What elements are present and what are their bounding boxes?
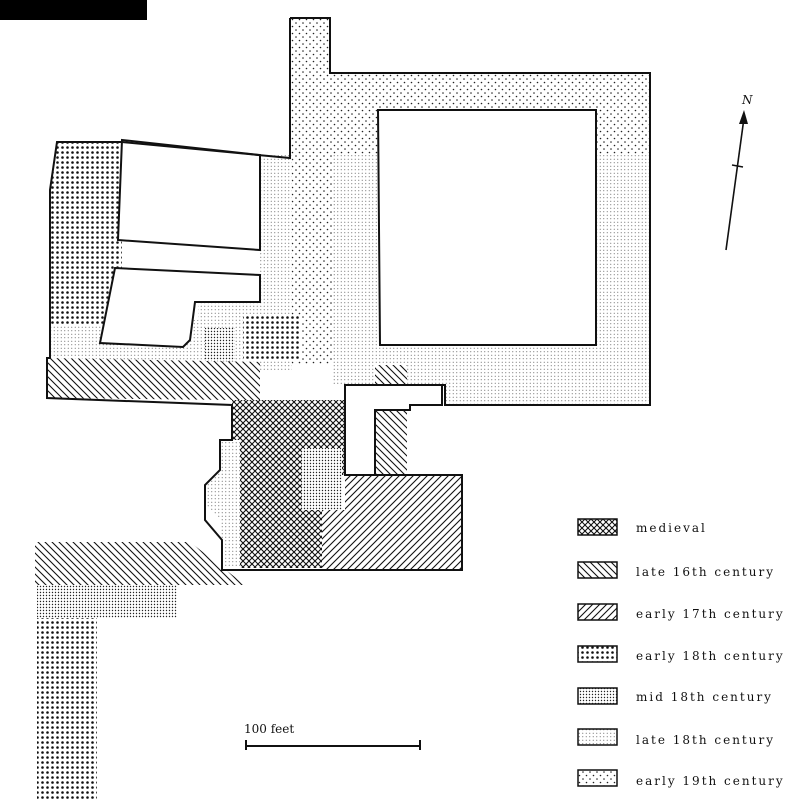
block-early18-south-wing <box>37 618 97 800</box>
block-late16-south-range <box>47 358 260 405</box>
block-late16-east-strip <box>375 365 407 475</box>
courtyard-southwest <box>98 266 261 349</box>
legend-label-early18: early 18th century <box>636 649 785 663</box>
scale-label: 100 feet <box>244 722 294 736</box>
header-black-bar <box>0 0 147 20</box>
block-early18-small <box>243 315 301 360</box>
legend-item-late16: late 16th century <box>577 561 775 579</box>
block-mid18-patch-a <box>205 328 235 363</box>
legend-item-medieval: medieval <box>577 518 707 536</box>
courtyard-northwest <box>116 138 261 252</box>
north-arrow: N <box>725 93 753 251</box>
block-mid18-strip <box>37 585 177 618</box>
block-early18-west-range <box>50 142 122 325</box>
scale-bar: 100 feet <box>244 722 421 750</box>
legend-label-early19: early 19th century <box>636 774 785 788</box>
legend-item-early18: early 18th century <box>577 645 785 663</box>
block-early19-north-strip <box>290 18 650 365</box>
courtyard-east <box>376 109 597 346</box>
legend-label-late16: late 16th century <box>636 565 775 579</box>
legend-item-early17: early 17th century <box>577 603 785 621</box>
block-mid18-patch-b <box>302 448 342 510</box>
block-early17-south-east <box>322 475 462 570</box>
legend-item-early19: early 19th century <box>577 769 785 788</box>
legend-item-late18: late 18th century <box>577 728 775 747</box>
north-label: N <box>741 93 753 107</box>
legend-label-medieval: medieval <box>636 521 707 535</box>
block-late18-bay <box>205 440 240 568</box>
legend-item-mid18: mid 18th century <box>577 687 773 705</box>
legend-label-mid18: mid 18th century <box>636 690 773 704</box>
legend-label-early17: early 17th century <box>636 607 785 621</box>
building-plan <box>35 17 651 800</box>
legend-label-late18: late 18th century <box>636 733 775 747</box>
outline-main <box>46 17 651 571</box>
block-medieval-core <box>232 400 345 568</box>
block-late16-west-wing <box>35 542 245 585</box>
legend: medieval late 16th century early 17th ce… <box>577 518 785 788</box>
